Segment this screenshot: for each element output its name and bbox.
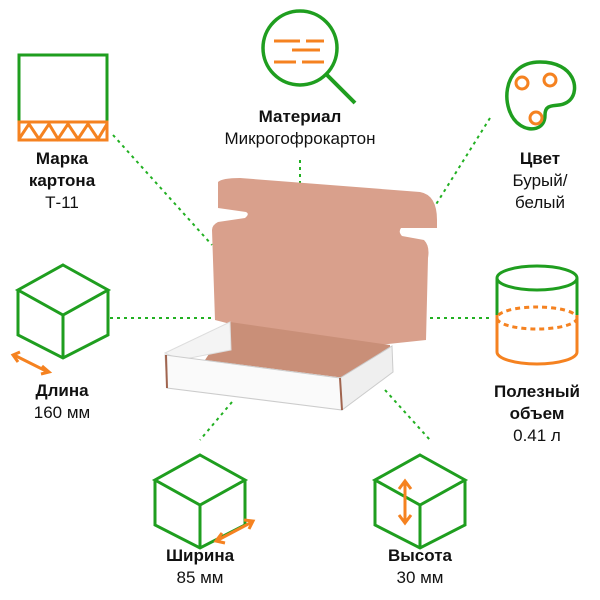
material-value: Микрогофрокартон: [224, 129, 376, 148]
grade-value: Т-11: [45, 193, 79, 212]
cylinder-icon: [495, 264, 579, 366]
box-photo: [163, 178, 437, 411]
color-value-1: Бурый/: [512, 171, 568, 190]
color-value-2: белый: [514, 193, 566, 212]
color-label: Цвет Бурый/ белый: [485, 148, 595, 214]
grade-label: Марка картона Т-11: [0, 148, 152, 214]
cube-height-icon: [371, 453, 469, 550]
grade-title-1: Марка: [35, 149, 89, 168]
material-label: Материал Микрогофрокартон: [190, 106, 410, 150]
width-value: 85 мм: [176, 568, 224, 587]
length-title: Длина: [35, 381, 89, 400]
color-title: Цвет: [519, 149, 561, 168]
corrugated-board-icon: [17, 53, 109, 142]
width-label: Ширина 85 мм: [110, 545, 290, 589]
volume-label: Полезный объем 0.41 л: [477, 381, 597, 447]
height-label: Высота 30 мм: [330, 545, 510, 589]
volume-title-1: Полезный: [494, 382, 580, 401]
cube-length-icon: [10, 263, 112, 376]
length-label: Длина 160 мм: [0, 380, 152, 424]
volume-title-2: объем: [509, 404, 565, 423]
volume-value: 0.41 л: [513, 426, 561, 445]
cube-width-icon: [151, 453, 256, 550]
width-title: Ширина: [165, 546, 235, 565]
length-value: 160 мм: [33, 403, 91, 422]
grade-title-2: картона: [28, 171, 96, 190]
height-title: Высота: [388, 546, 452, 565]
palette-icon: [505, 60, 577, 131]
height-value: 30 мм: [396, 568, 444, 587]
material-title: Материал: [258, 107, 342, 126]
magnifier-icon: [261, 9, 357, 105]
